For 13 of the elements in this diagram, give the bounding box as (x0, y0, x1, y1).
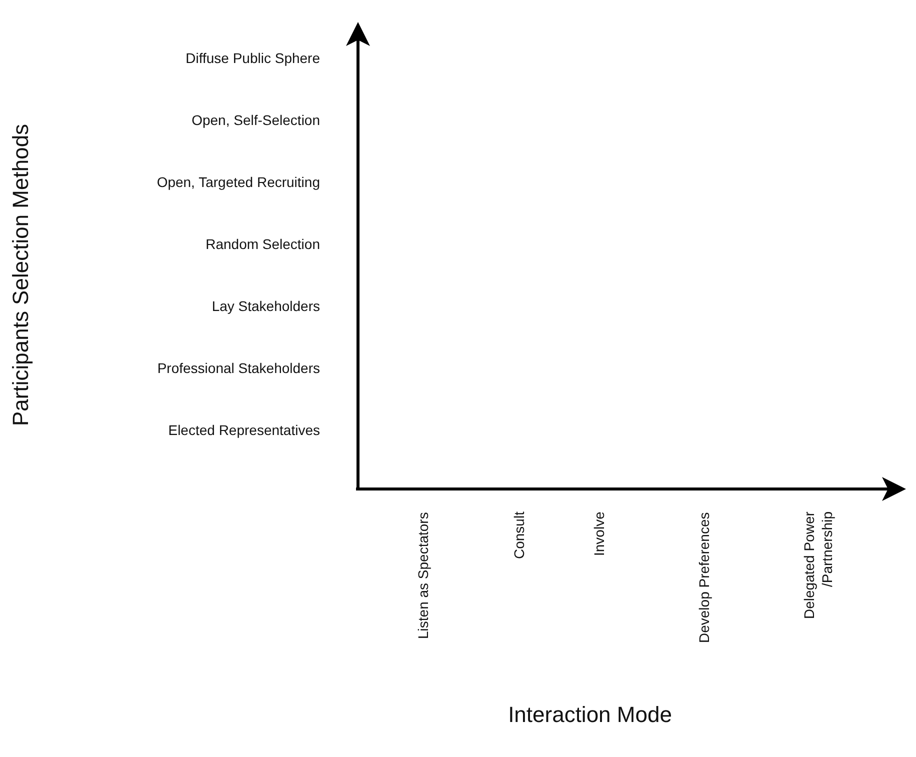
tick-label: Consult (510, 512, 528, 562)
tick-label: Open, Self-Selection (190, 112, 320, 128)
axis-title: Participants Selection Methods (8, 122, 34, 428)
tick-label: Diffuse Public Sphere (184, 50, 320, 66)
tick-label: Open, Targeted Recruiting (156, 174, 320, 190)
tick-label: Lay Stakeholders (210, 298, 320, 314)
tick-label: Listen as Spectators (414, 512, 432, 641)
tick-label: Develop Preferences (695, 512, 713, 645)
tick-label: Delegated Power /Partnership (800, 512, 836, 622)
tick-label: Elected Representatives (167, 422, 320, 438)
tick-label: Random Selection (204, 236, 320, 252)
tick-label: Involve (590, 512, 608, 558)
axis-title: Interaction Mode (507, 702, 673, 728)
